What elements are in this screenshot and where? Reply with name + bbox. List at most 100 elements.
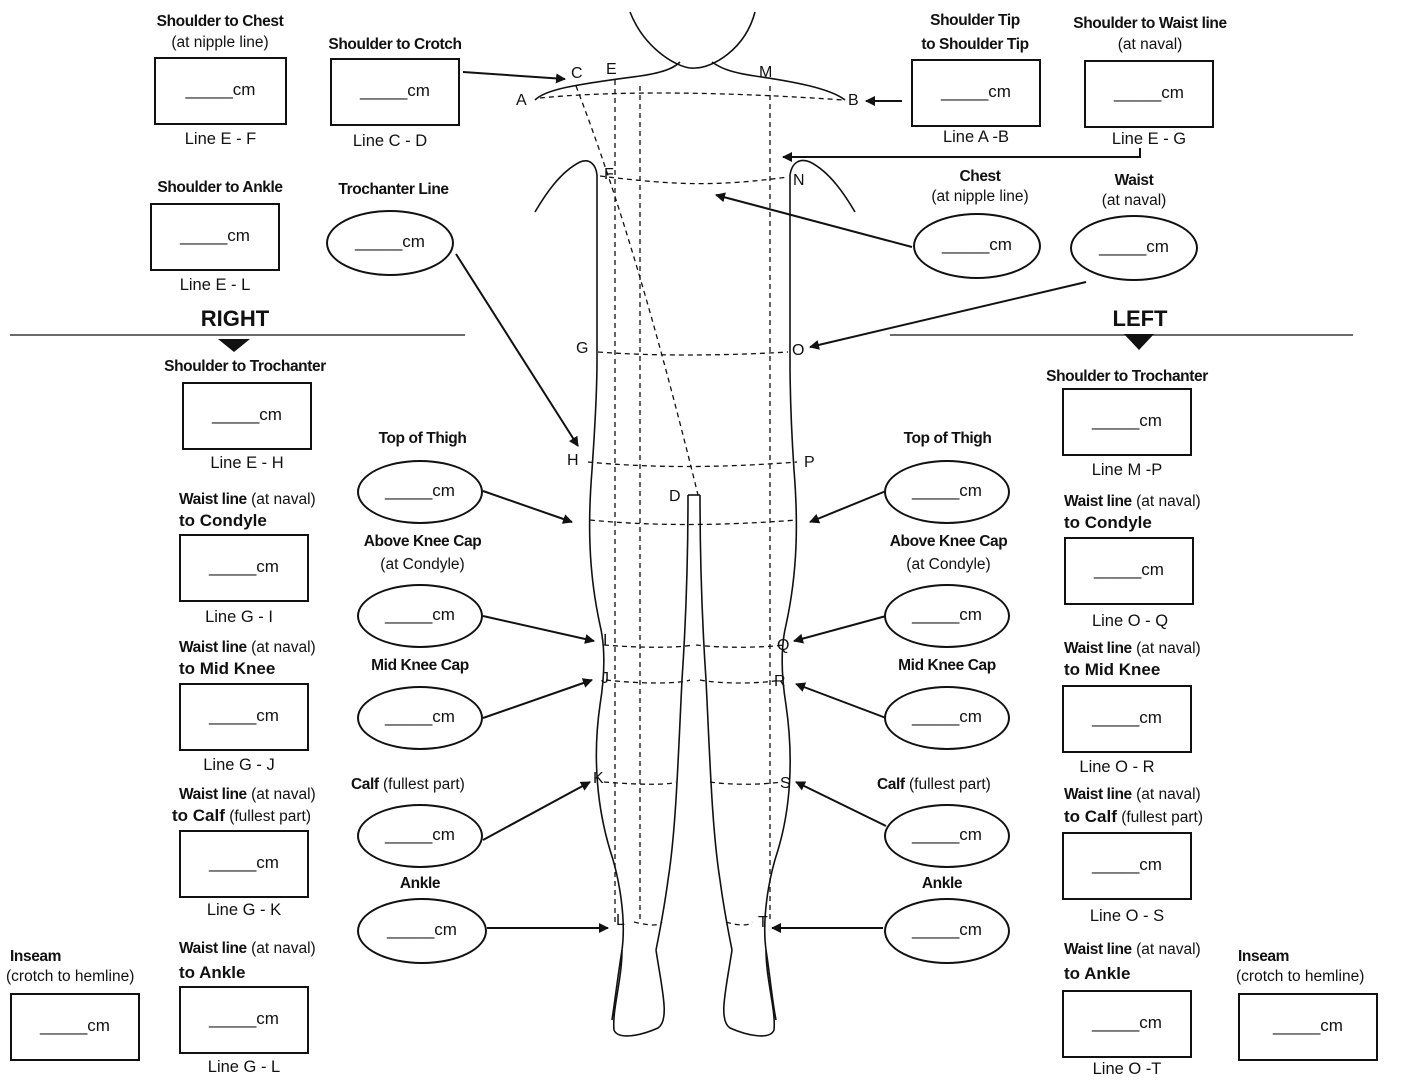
- shoulder-to-chest-box[interactable]: _____cm: [154, 57, 287, 125]
- right-waist-to-ankle-box[interactable]: _____cm: [179, 986, 309, 1054]
- left-mid-knee-cap-title: Mid Knee Cap: [872, 656, 1022, 675]
- right-shoulder-to-trochanter-box[interactable]: _____cm: [182, 382, 312, 450]
- left-top-of-thigh-oval[interactable]: _____cm: [884, 460, 1010, 524]
- left-waist-to-calf-normal1: (at naval): [1132, 786, 1201, 803]
- left-waist-to-ankle-bold2: to Ankle: [1064, 964, 1130, 983]
- left-waist-to-mid-knee-bold1: Waist line: [1064, 640, 1132, 657]
- right-above-knee-cap-oval[interactable]: _____cm: [357, 584, 483, 648]
- left-above-knee-cap-oval[interactable]: _____cm: [884, 584, 1010, 648]
- right-waist-to-condyle-label1: Waist line (at naval): [179, 490, 316, 509]
- shoulder-to-crotch-title: Shoulder to Crotch: [310, 35, 480, 54]
- left-waist-to-ankle-caption: Line O -T: [1062, 1060, 1192, 1079]
- shoulder-to-waist-value: _____cm: [1086, 83, 1212, 103]
- point-label-h: H: [567, 452, 579, 470]
- right-waist-to-mid-knee-normal1: (at naval): [247, 639, 316, 656]
- left-waist-to-mid-knee-normal1: (at naval): [1132, 640, 1201, 657]
- point-label-b: B: [848, 92, 859, 110]
- shoulder-to-ankle-value: _____cm: [152, 226, 278, 246]
- right-waist-to-calf-normal2: (fullest part): [225, 808, 311, 825]
- chest-oval[interactable]: _____cm: [913, 213, 1041, 279]
- left-shoulder-to-trochanter-value: _____cm: [1064, 411, 1190, 431]
- right-inseam-box[interactable]: _____cm: [10, 993, 140, 1061]
- shoulder-to-ankle-caption: Line E - L: [150, 276, 280, 295]
- left-top-of-thigh-value: _____cm: [886, 481, 1008, 501]
- right-waist-to-calf-box[interactable]: _____cm: [179, 830, 309, 898]
- right-waist-to-ankle-value: _____cm: [181, 1009, 307, 1029]
- right-top-of-thigh-title: Top of Thigh: [350, 429, 495, 448]
- left-waist-to-condyle-box[interactable]: _____cm: [1064, 537, 1194, 605]
- shoulder-to-crotch-box[interactable]: _____cm: [330, 58, 460, 126]
- left-side-triangle: [1124, 334, 1154, 350]
- right-waist-to-condyle-box[interactable]: _____cm: [179, 534, 309, 602]
- left-waist-to-ankle-box[interactable]: _____cm: [1062, 990, 1192, 1058]
- point-label-k: K: [593, 770, 604, 788]
- right-mid-knee-cap-oval[interactable]: _____cm: [357, 686, 483, 750]
- point-label-o: O: [792, 342, 804, 360]
- point-label-c: C: [571, 65, 583, 83]
- right-inner-leg: [656, 495, 688, 950]
- left-shoulder-to-trochanter-box[interactable]: _____cm: [1062, 388, 1192, 456]
- right-waist-to-condyle-normal1: (at naval): [247, 491, 316, 508]
- right-inseam-sub: (crotch to hemline): [6, 967, 134, 986]
- left-waist-to-mid-knee-caption: Line O - R: [1062, 758, 1172, 777]
- left-above-knee-cap-sub: (at Condyle): [866, 555, 1031, 574]
- shoulder-to-crotch-value: _____cm: [332, 81, 458, 101]
- point-label-l: L: [616, 912, 625, 930]
- point-label-s: S: [780, 775, 791, 793]
- shoulder-tip-title: Shoulder Tip: [900, 11, 1050, 30]
- right-waist-to-mid-knee-bold2: to Mid Knee: [179, 659, 275, 678]
- right-shoulder-to-trochanter-title: Shoulder to Trochanter: [140, 357, 350, 376]
- right-waist-to-mid-knee-box[interactable]: _____cm: [179, 683, 309, 751]
- shoulder-to-chest-caption: Line E - F: [154, 130, 287, 149]
- left-mid-knee-cap-value: _____cm: [886, 707, 1008, 727]
- point-label-e: E: [606, 61, 617, 79]
- right-calf-label: Calf (fullest part): [351, 775, 465, 794]
- trochanter-line-value: _____cm: [328, 232, 452, 252]
- left-waist-to-calf-bold1: Waist line: [1064, 786, 1132, 803]
- right-calf-value: _____cm: [359, 825, 481, 845]
- waist-value: _____cm: [1072, 237, 1196, 257]
- right-waist-to-calf-label2: to Calf (fullest part): [172, 806, 311, 826]
- shoulder-tip-value: _____cm: [913, 82, 1039, 102]
- right-above-knee-cap-sub: (at Condyle): [340, 555, 505, 574]
- trochanter-line-oval[interactable]: _____cm: [326, 210, 454, 276]
- point-label-q: Q: [777, 637, 789, 655]
- point-label-m: M: [759, 64, 772, 82]
- left-waist-to-mid-knee-box[interactable]: _____cm: [1062, 685, 1192, 753]
- left-waist-to-calf-label1: Waist line (at naval): [1064, 785, 1201, 804]
- right-shoulder-to-trochanter-caption: Line E - H: [182, 454, 312, 473]
- left-inseam-box[interactable]: _____cm: [1238, 993, 1378, 1061]
- point-label-d: D: [669, 488, 681, 506]
- left-side-label: LEFT: [1085, 306, 1195, 332]
- right-ankle-oval[interactable]: _____cm: [357, 898, 487, 964]
- left-waist-to-condyle-label1: Waist line (at naval): [1064, 492, 1201, 511]
- left-ankle-oval[interactable]: _____cm: [884, 898, 1010, 964]
- left-mid-knee-cap-oval[interactable]: _____cm: [884, 686, 1010, 750]
- left-calf-title: Calf: [877, 776, 905, 793]
- right-top-of-thigh-oval[interactable]: _____cm: [357, 460, 483, 524]
- left-waist-to-calf-value: _____cm: [1064, 855, 1190, 875]
- left-ankle-value: _____cm: [886, 920, 1008, 940]
- left-waist-to-condyle-normal1: (at naval): [1132, 493, 1201, 510]
- head-outline: [630, 12, 755, 68]
- waist-oval[interactable]: _____cm: [1070, 215, 1198, 281]
- right-body-outline: [590, 175, 624, 1020]
- left-waist-to-calf-box[interactable]: _____cm: [1062, 832, 1192, 900]
- right-waist-to-calf-bold1: Waist line: [179, 786, 247, 803]
- left-calf-oval[interactable]: _____cm: [884, 804, 1010, 868]
- shoulder-to-ankle-box[interactable]: _____cm: [150, 203, 280, 271]
- left-waist-to-calf-normal2: (fullest part): [1117, 809, 1203, 826]
- chest-sub: (at nipple line): [910, 187, 1050, 206]
- right-waist-to-calf-normal1: (at naval): [247, 786, 316, 803]
- shoulder-tip-box[interactable]: _____cm: [911, 59, 1041, 127]
- right-inseam-value: _____cm: [12, 1016, 138, 1036]
- shoulder-to-crotch-caption: Line C - D: [330, 132, 450, 151]
- left-body-outline: [765, 175, 797, 1020]
- right-foot: [614, 950, 664, 1036]
- left-shoulder-to-trochanter-caption: Line M -P: [1062, 461, 1192, 480]
- left-above-knee-cap-title: Above Knee Cap: [866, 532, 1031, 551]
- right-above-knee-cap-value: _____cm: [359, 605, 481, 625]
- shoulder-to-waist-box[interactable]: _____cm: [1084, 60, 1214, 128]
- right-calf-oval[interactable]: _____cm: [357, 804, 483, 868]
- right-waist-to-condyle-caption: Line G - I: [179, 608, 299, 627]
